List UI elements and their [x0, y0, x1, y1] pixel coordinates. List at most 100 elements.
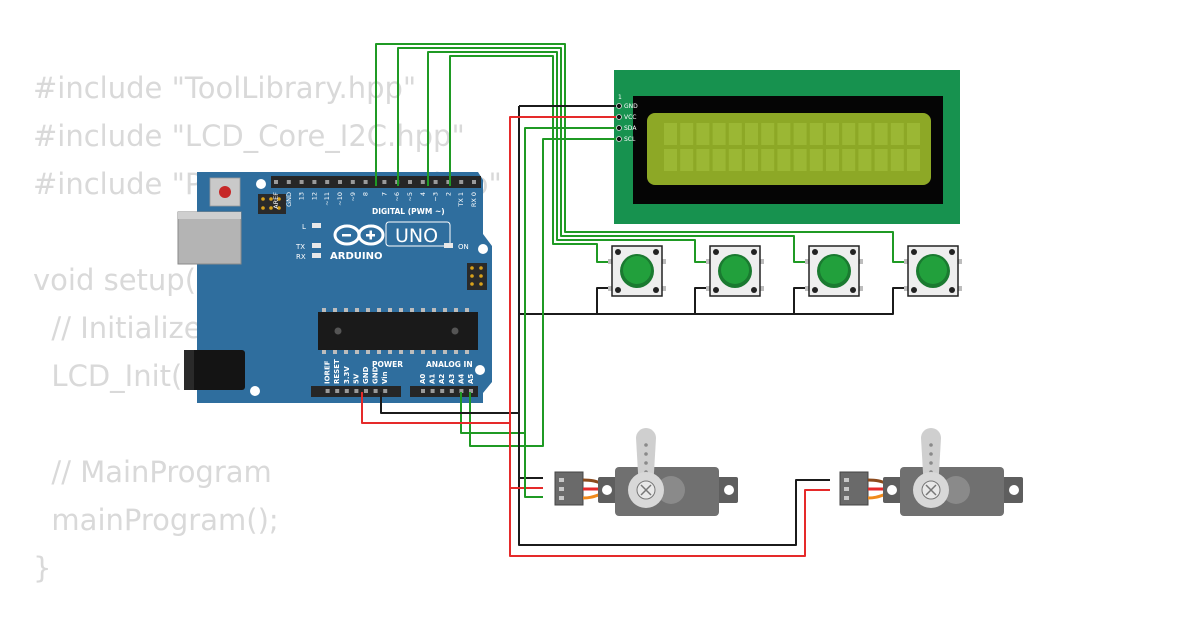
digital-pin-label: AREF: [272, 192, 280, 209]
lcd-module[interactable]: 1 GND VCC SDA SCL: [614, 70, 960, 224]
header-pin[interactable]: [286, 180, 291, 184]
header-pin[interactable]: [338, 180, 342, 184]
digital-pin-label: TX 1: [457, 192, 465, 208]
wires: [361, 43, 905, 557]
analog-pin-label: A5: [467, 374, 475, 384]
header-pin[interactable]: [433, 180, 438, 184]
power-pin-header[interactable]: [311, 386, 401, 397]
header-pin[interactable]: [459, 389, 464, 393]
wire-black[interactable]: [794, 287, 905, 315]
header-pin[interactable]: [335, 389, 340, 393]
header-pin[interactable]: [383, 389, 388, 393]
header-pin[interactable]: [312, 180, 317, 184]
header-pin[interactable]: [421, 389, 425, 393]
wire-green[interactable]: [397, 47, 806, 263]
lcd-char-cell: [728, 123, 742, 145]
wire-green[interactable]: [375, 43, 905, 263]
digital-header-label: DIGITAL (PWM ~): [372, 207, 445, 216]
lcd-char-cell: [858, 149, 872, 171]
analog-pin-header[interactable]: [410, 386, 478, 397]
power-pin-label: Vin: [381, 371, 389, 384]
mounting-hole: [475, 365, 485, 375]
header-pin[interactable]: [469, 389, 473, 393]
lcd-char-cell: [712, 123, 726, 145]
lcd-pin-vcc[interactable]: VCC: [616, 114, 637, 121]
header-pin[interactable]: [408, 180, 412, 184]
code-line: mainProgram();: [33, 503, 279, 537]
header-pin[interactable]: [325, 180, 330, 184]
lcd-char-cell: [842, 123, 856, 145]
header-pin[interactable]: [446, 180, 451, 184]
header-pin[interactable]: [350, 180, 355, 184]
lcd-character-grid: [664, 123, 920, 171]
wire-black[interactable]: [597, 287, 707, 315]
lcd-char-cell: [664, 149, 677, 171]
code-line: #include "LCD_Core_I2C.hpp": [33, 119, 465, 153]
header-pin[interactable]: [440, 389, 445, 393]
lcd-char-cell: [826, 149, 839, 171]
code-line: }: [33, 551, 52, 585]
code-line: // MainProgram: [33, 455, 272, 489]
header-pin[interactable]: [459, 180, 464, 184]
header-pin[interactable]: [299, 180, 304, 184]
wire-green[interactable]: [524, 433, 543, 498]
push-button[interactable]: [805, 245, 863, 297]
wire-green[interactable]: [449, 55, 609, 263]
digital-pin-label: ~9: [349, 192, 357, 202]
digital-pin-label: 7: [380, 192, 388, 196]
header-pin[interactable]: [364, 389, 368, 393]
lcd-char-cell: [793, 123, 807, 145]
push-button[interactable]: [706, 245, 764, 297]
header-pin[interactable]: [420, 180, 425, 184]
digital-pin-label: 8: [362, 192, 370, 196]
header-pin[interactable]: [430, 389, 435, 393]
header-pin[interactable]: [325, 389, 330, 393]
lcd-char-cell: [907, 123, 920, 145]
wire-red[interactable]: [509, 423, 830, 557]
model-label-frame: [385, 221, 451, 247]
servo-motor[interactable]: [554, 428, 738, 516]
digital-pin-label: 12: [310, 192, 318, 200]
header-pin[interactable]: [472, 180, 476, 184]
wire-black[interactable]: [695, 287, 806, 315]
header-pin[interactable]: [363, 180, 368, 184]
digital-pin-label: ~10: [336, 192, 344, 206]
wire-black[interactable]: [518, 413, 830, 546]
mounting-hole: [478, 244, 488, 254]
led-rx: [312, 253, 321, 258]
lcd-char-cell: [890, 149, 904, 171]
digital-pin-label: 13: [298, 192, 306, 200]
push-buttons: [608, 245, 962, 297]
lcd-char-cell: [745, 123, 758, 145]
lcd-char-cell: [777, 149, 791, 171]
reset-button-cap[interactable]: [219, 186, 231, 198]
lcd-char-cell: [761, 149, 775, 171]
push-button[interactable]: [904, 245, 962, 297]
board-model-label: UNO: [395, 225, 438, 247]
lcd-pin-sda[interactable]: SDA: [616, 125, 638, 132]
header-pin[interactable]: [373, 389, 378, 393]
wire-green-scl[interactable]: [469, 138, 616, 447]
lcd-char-cell: [696, 123, 710, 145]
header-pin[interactable]: [274, 180, 278, 184]
header-pin[interactable]: [449, 389, 454, 393]
wire-black[interactable]: [380, 314, 520, 414]
header-pin[interactable]: [382, 180, 387, 184]
lcd-char-cell: [712, 149, 726, 171]
lcd-char-cell: [809, 123, 823, 145]
lcd-char-cell: [858, 123, 872, 145]
digital-pin-label: ~6: [393, 192, 401, 202]
digital-pin-label: 4: [419, 192, 427, 196]
push-button[interactable]: [608, 245, 666, 297]
header-pin[interactable]: [344, 389, 349, 393]
code-line: // Initialize: [33, 311, 202, 345]
lcd-char-cell: [745, 149, 758, 171]
wire-green[interactable]: [427, 51, 707, 263]
header-pin[interactable]: [354, 389, 359, 393]
servo-motor[interactable]: [839, 428, 1023, 516]
lcd-pin-gnd[interactable]: GND: [616, 103, 639, 110]
lcd-pin-scl[interactable]: SCL: [616, 136, 636, 143]
